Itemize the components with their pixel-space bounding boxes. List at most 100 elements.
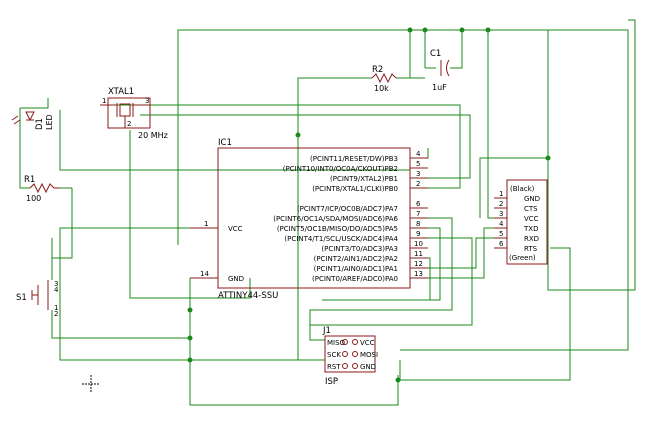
wire-gnd-left: [189, 278, 399, 406]
wire-pa1-ftdi: [410, 237, 494, 269]
wire-led-r1: [19, 108, 30, 189]
ic-pin-name: (PCINT0/AREF/ADC0)PA0: [312, 275, 398, 283]
ic-pin-name: GND: [228, 275, 244, 283]
resistor-r2-symbol: [371, 72, 397, 84]
ftdi-header: (Black) (Green) 1 2 3 4 5 6 GND CTS VCC …: [494, 179, 548, 265]
ic-pin-name: (PCINT6/OC1A/SDA/MOSI/ADC6)PA6: [273, 215, 398, 223]
ic-pin-num: 9: [416, 230, 420, 238]
isp-label: GND: [360, 363, 376, 371]
junction: [295, 132, 301, 138]
ic-pin-name: (PCINT5/OC1B/MISO/DO/ADC5)PA5: [277, 225, 398, 233]
ftdi-bottom-label: (Green): [509, 254, 536, 262]
ic-value: ATTINY44-SSU: [218, 291, 278, 301]
xtal-pin-num: 2: [127, 120, 131, 128]
wire-pa4-sck: [310, 237, 473, 326]
junction: [187, 307, 193, 313]
ftdi-pin-name: GND: [524, 195, 540, 203]
ic-pin-num: 2: [416, 180, 420, 188]
ic-pin-name: (PCINT7/ICP/OC0B/ADC7)PA7: [297, 205, 398, 213]
junction: [459, 27, 465, 33]
ic-pin-num: 4: [416, 150, 421, 158]
wire-xtal-gnd: [129, 130, 251, 299]
ftdi-pin-num: 6: [499, 240, 504, 248]
isp-label: VCC: [360, 339, 375, 347]
ic-pin-num: 11: [414, 250, 423, 258]
ic-pin-name: VCC: [228, 225, 243, 233]
isp-label: MOSI: [360, 351, 378, 359]
ftdi-pin-num: 2: [499, 200, 503, 208]
xtal-value: 20 MHz: [138, 131, 168, 140]
ic-pin-num: 1: [204, 220, 208, 228]
junction: [407, 27, 413, 33]
ftdi-body: [506, 179, 548, 265]
r2-ref: R2: [372, 65, 383, 75]
capacitor-c1: C1 1uF: [430, 49, 450, 92]
ic-pin-name: (PCINT11/RESET/DW)PB3: [310, 155, 398, 163]
c1-ref: C1: [430, 49, 441, 59]
led-d1: D1 LED: [11, 111, 54, 130]
ic1: IC1 ATTINY44-SSU 1 VCC 14 GND (PCINT11/R…: [190, 138, 428, 301]
isp-label: SCK: [327, 351, 341, 359]
junction: [545, 155, 551, 161]
ic-pin-num: 12: [414, 260, 423, 268]
resistor-r1: R1 100: [24, 175, 60, 203]
ftdi-pin-name: TXD: [523, 225, 538, 233]
wire-ftdi-right: [547, 19, 636, 291]
junction: [485, 27, 491, 33]
wire-pb0: [100, 104, 461, 189]
led-ref: D1: [35, 118, 45, 130]
capacitor-plate-curved: [446, 59, 450, 77]
ic-pin-name: (PCINT1/AIN0/ADC1)PA1: [314, 265, 398, 273]
ic-pin-num: 8: [416, 220, 420, 228]
ic-pin-name: (PCINT8/XTAL1/CLKI)PB0: [312, 185, 398, 193]
junctions: [187, 27, 551, 383]
junction: [187, 335, 193, 341]
ftdi-pin-num: 4: [499, 220, 504, 228]
isp-value: ISP: [325, 377, 338, 387]
switch-pin: 1: [54, 304, 58, 312]
wire-sw-bottom: [51, 310, 190, 339]
ic-pin-num: 3: [416, 170, 420, 178]
ic-pin-num: 13: [414, 270, 423, 278]
junction: [395, 377, 401, 383]
resistor-r2: R2 10k: [371, 65, 397, 93]
wire-vcc-left: [59, 227, 325, 361]
crystal-element: [119, 103, 131, 117]
led-triangle: [25, 111, 35, 122]
ftdi-pin-name: RTS: [524, 245, 538, 253]
switch-pin: 4: [54, 286, 59, 294]
wire-top-loop: [177, 29, 629, 351]
xtal-ref: XTAL1: [108, 87, 134, 97]
ic-pin-name: (PCINT3/T0/ADC3)PA3: [321, 245, 398, 253]
ftdi-pin-name: CTS: [524, 205, 538, 213]
wire-pa6-mosi: [309, 217, 453, 341]
wire-pa0-ftdi: [410, 227, 494, 279]
led-value: LED: [45, 114, 54, 130]
ic-pin-name: (PCINT4/T1/SCL/USCK/ADC4)PA4: [284, 235, 398, 243]
ftdi-pin-name: VCC: [524, 215, 539, 223]
crosshair-cursor-icon: [82, 375, 100, 393]
resistor-r1-symbol: [29, 182, 60, 194]
junction: [187, 357, 193, 363]
ftdi-top-label: (Black): [510, 185, 535, 193]
wire-c1-right: [450, 30, 463, 69]
connector-j1-isp: J1 ISP MISO VCC SCK MOSI RST GND: [322, 326, 378, 387]
xtal-pin-num: 1: [102, 97, 106, 105]
wire-r1-sw: [52, 188, 73, 259]
ic-pin-name: (PCINT10/INT0/OC0A/CKOUT)PB2: [283, 165, 398, 173]
crystal-body: [107, 97, 151, 129]
ftdi-pin-num: 3: [499, 210, 503, 218]
isp-label: MISO: [327, 339, 346, 347]
r1-value: 100: [26, 194, 41, 203]
ic-pin-num: 14: [200, 270, 209, 278]
xtal-pin-num: 3: [145, 97, 149, 105]
ftdi-pin-name: RXD: [524, 235, 539, 243]
ic-pin-num: 7: [416, 210, 420, 218]
ic-pin-num: 5: [416, 160, 420, 168]
ic-pin-num: 10: [414, 240, 423, 248]
ftdi-pin-num: 1: [499, 190, 503, 198]
wire-pb1: [140, 114, 471, 179]
isp-label: RST: [327, 363, 341, 371]
crystal-xtal1: XTAL1 20 MHz 1 3 2: [100, 87, 168, 140]
